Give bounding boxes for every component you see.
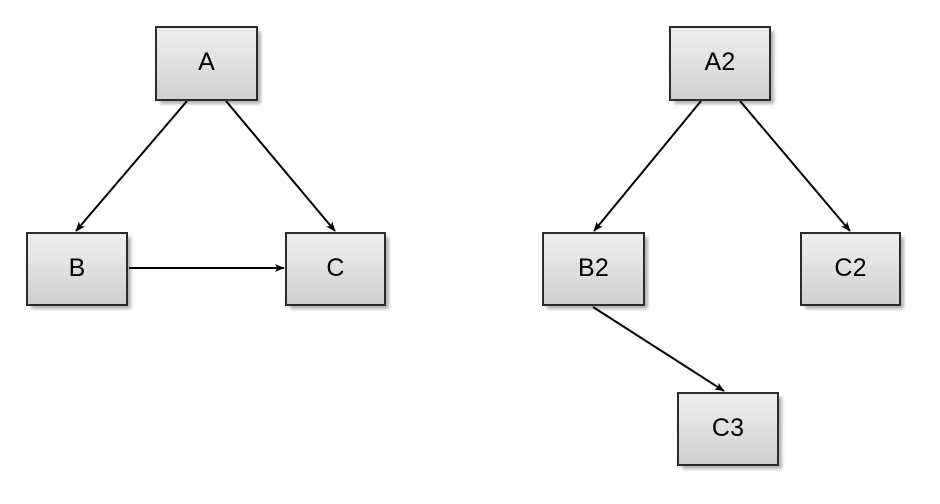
node-label: B2 [578, 253, 609, 282]
node-b2[interactable]: B2 [542, 232, 645, 306]
node-c3[interactable]: C3 [677, 392, 779, 466]
node-label: A [198, 48, 215, 76]
edge-a2-c2[interactable] [739, 100, 851, 232]
node-b[interactable]: B [26, 232, 128, 306]
node-label: B [68, 253, 86, 282]
node-c[interactable]: C [285, 232, 386, 306]
node-a2[interactable]: A2 [669, 26, 771, 101]
edge-a2-b2[interactable] [593, 100, 702, 232]
edge-a-c[interactable] [225, 100, 336, 232]
node-label: C2 [834, 253, 867, 282]
node-a[interactable]: A [155, 26, 258, 101]
edge-a-b[interactable] [75, 100, 188, 232]
node-label: C3 [711, 413, 745, 442]
node-label: A2 [704, 48, 736, 76]
node-label: C [326, 253, 345, 282]
edge-b2-c3[interactable] [592, 306, 725, 392]
node-c2[interactable]: C2 [800, 232, 901, 306]
